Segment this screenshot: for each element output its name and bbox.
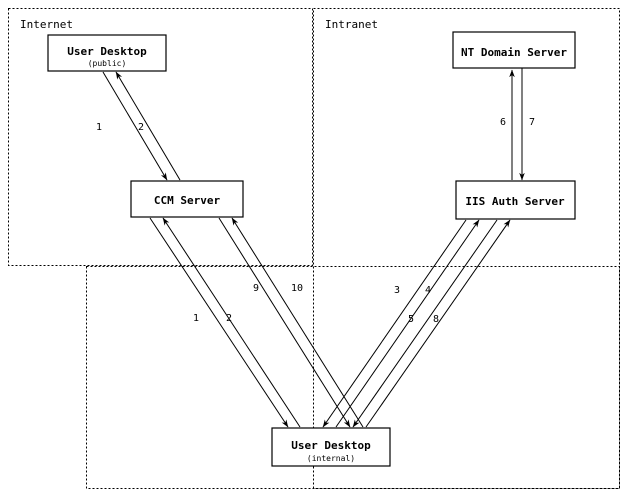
zone-internet: Internet [8, 8, 313, 266]
edge-9-ccm-to-internal: 9 [218, 217, 351, 428]
edge-2-internal-desktop-to-ccm: 2 [162, 217, 301, 428]
edge-10-internal-to-ccm: 10 [231, 217, 364, 428]
zone-intranet: Intranet [313, 8, 620, 489]
edge-10-line [231, 217, 364, 428]
edge-1-internal-line [149, 217, 289, 428]
edge-9-line [218, 217, 351, 428]
node-ccm-server[interactable]: CCM Server [130, 180, 244, 218]
zone-internet-border [8, 8, 313, 266]
edge-2-line [115, 71, 181, 181]
edge-3-iis-to-internal: 3 [322, 219, 467, 428]
edge-8-label: 8 [433, 314, 439, 325]
node-user-desktop-public-title: User Desktop [67, 45, 147, 58]
edge-2-label: 2 [138, 122, 144, 133]
node-nt-domain-server[interactable]: NT Domain Server [452, 31, 576, 69]
node-iis-auth-server[interactable]: IIS Auth Server [455, 180, 576, 220]
edge-1-internal-label: 1 [193, 313, 199, 324]
edge-1-internal-ccm-to-desktop: 1 [149, 217, 289, 428]
edge-8-line [365, 219, 511, 428]
node-user-desktop-internal-title: User Desktop [291, 439, 371, 452]
edge-2-internal-label: 2 [226, 313, 232, 324]
node-user-desktop-internal[interactable]: User Desktop (internal) [271, 427, 391, 467]
node-nt-domain-server-box[interactable] [452, 31, 576, 69]
edge-3-label: 3 [394, 285, 400, 296]
node-ccm-server-box[interactable] [130, 180, 244, 218]
node-user-desktop-public-subtitle: (public) [88, 59, 127, 68]
edge-1-label: 1 [96, 122, 102, 133]
node-user-desktop-public[interactable]: User Desktop (public) [47, 34, 167, 72]
node-nt-domain-server-title: NT Domain Server [461, 46, 567, 59]
edge-10-label: 10 [291, 283, 303, 294]
zone-internal-lan-border [86, 266, 620, 489]
zone-internal-lan [86, 266, 620, 489]
edge-5-iis-to-internal: 5 [352, 219, 498, 428]
edge-6-label: 6 [500, 117, 506, 128]
edge-6-iis-to-nt: 6 [500, 69, 515, 180]
node-user-desktop-internal-subtitle: (internal) [307, 454, 355, 463]
edge-1-line [102, 71, 168, 181]
edge-8-internal-to-iis: 8 [365, 219, 511, 428]
edge-3-line [322, 219, 467, 428]
edge-7-label: 7 [529, 117, 535, 128]
edge-5-label: 5 [408, 314, 414, 325]
edge-4-line [335, 219, 480, 428]
edge-4-label: 4 [425, 285, 431, 296]
edge-2-ccm-to-public: 2 [115, 71, 181, 181]
zone-internet-label: Internet [20, 18, 73, 31]
node-user-desktop-public-box[interactable] [47, 34, 167, 72]
edge-7-nt-to-iis: 7 [519, 68, 535, 181]
zone-intranet-border [313, 8, 620, 489]
edge-2-internal-line [162, 217, 301, 428]
node-iis-auth-server-box[interactable] [455, 180, 576, 220]
edge-9-label: 9 [253, 283, 259, 294]
edge-1-public-to-ccm: 1 [96, 71, 168, 181]
edge-4-internal-to-iis: 4 [335, 219, 480, 428]
node-iis-auth-server-title: IIS Auth Server [465, 195, 565, 208]
node-user-desktop-internal-box[interactable] [271, 427, 391, 467]
edge-5-line [352, 219, 498, 428]
node-ccm-server-title: CCM Server [154, 194, 221, 207]
zone-intranet-label: Intranet [325, 18, 378, 31]
